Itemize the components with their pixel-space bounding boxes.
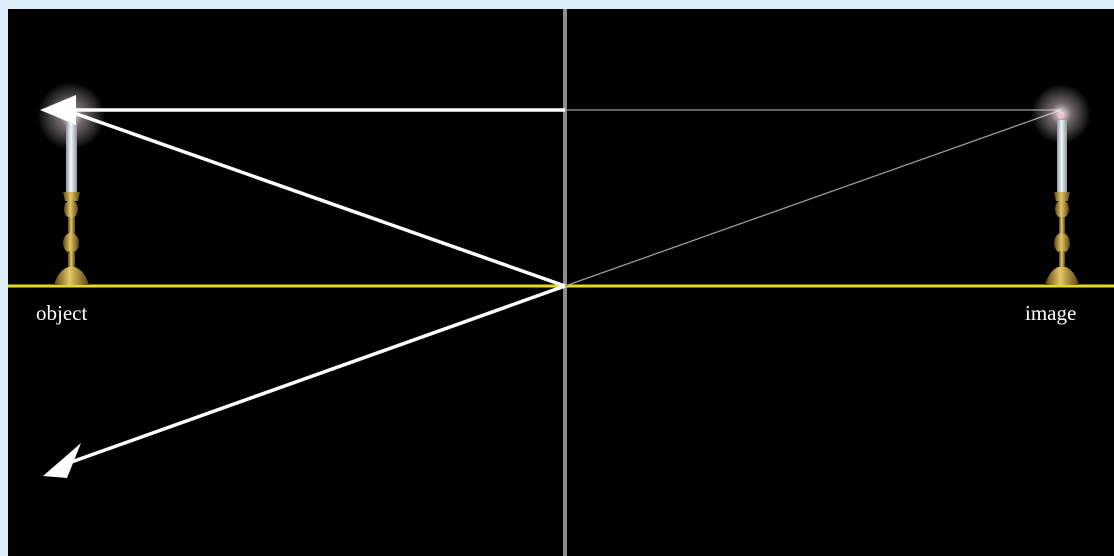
virtual-ray-diagonal [565,110,1061,286]
object-label: object [36,303,87,324]
incident-ray-diagonal [71,112,565,286]
image-candle-icon [1031,84,1091,285]
image-label: image [1025,303,1076,324]
ray-diagram [8,9,1114,556]
diagram-stage: object image [8,9,1114,556]
reflected-ray-diagonal [63,286,565,465]
